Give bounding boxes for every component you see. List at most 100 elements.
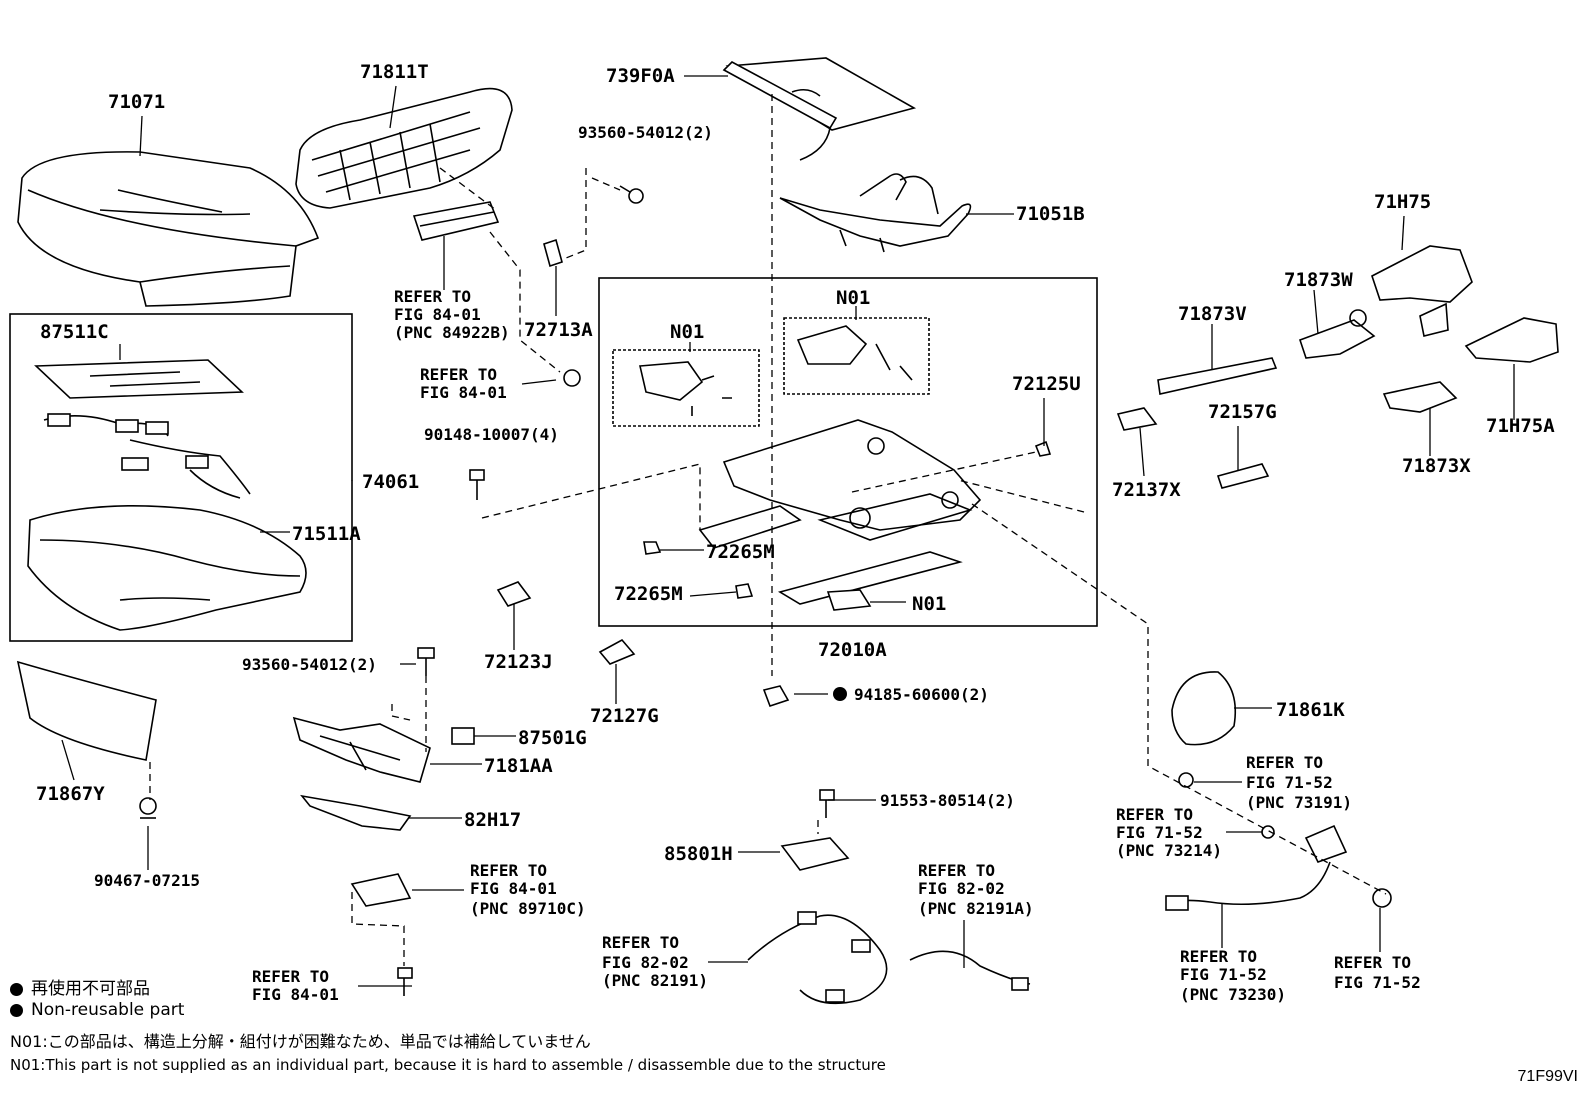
cover-72157G-part [1216, 463, 1270, 489]
refer-82191A[interactable]: REFER TO FIG 82-02 (PNC 82191A) [918, 861, 1034, 918]
clip-72265M-b-part [735, 583, 754, 599]
clip-refer-part [563, 369, 581, 387]
callout-90467: 90467-07215 [94, 871, 200, 890]
clip-72123J-part [496, 581, 532, 607]
refer-line: (PNC 73191) [1246, 793, 1352, 812]
callout-71051B: 71051B [1016, 203, 1085, 225]
callout-82H17: 82H17 [464, 809, 521, 831]
cap-71861K-part [1171, 671, 1237, 746]
motor-inset-frame-left [612, 349, 760, 427]
wire-frame-part [779, 173, 972, 253]
sensor-85801H-part [780, 789, 850, 871]
callout-72127G: 72127G [590, 705, 659, 727]
legend-non-reusable-en: Non-reusable part [10, 1000, 184, 1020]
wire-harness-82191A-part [909, 950, 1031, 991]
callout-71861K: 71861K [1276, 699, 1345, 721]
callout-739F0A: 739F0A [606, 65, 675, 87]
callout-93560-lower: 93560-54012(2) [242, 655, 377, 674]
refer-line: (PNC 73230) [1180, 985, 1286, 1004]
clip-72265M-a-part [643, 541, 662, 555]
refer-line: (PNC 82191A) [918, 899, 1034, 918]
refer-line: FIG 71-52 [1334, 973, 1421, 992]
refer-line: FIG 84-01 [394, 305, 481, 324]
refer-line: (PNC 89710C) [470, 899, 586, 918]
refer-line: FIG 71-52 [1116, 823, 1203, 842]
seat-heater-mat-part [722, 57, 917, 161]
dashed-guide-lines [149, 94, 1387, 966]
refer-line: FIG 82-02 [918, 879, 1005, 898]
refer-84-01-b[interactable]: REFER TO FIG 84-01 [252, 967, 339, 1004]
refer-71-52[interactable]: REFER TO FIG 71-52 [1334, 953, 1421, 992]
clip-72125U-part [1034, 440, 1052, 457]
callout-72713A: 72713A [524, 319, 593, 341]
refer-84-01-a[interactable]: REFER TO FIG 84-01 [420, 365, 507, 402]
wire-harness-82191-part [747, 911, 888, 1005]
rail-cover-71873V-part [1157, 357, 1278, 395]
refer-line: FIG 71-52 [1246, 773, 1333, 792]
non-reusable-marker-icon [833, 687, 847, 701]
clip-90467-part [139, 797, 157, 819]
clip-72713A-part [543, 238, 563, 268]
callout-N01-left: N01 [670, 321, 704, 343]
callout-85801H: 85801H [664, 843, 733, 865]
callout-71873X: 71873X [1402, 455, 1471, 477]
motor-N01-left-part [639, 361, 732, 416]
legend-ja-text: 再使用不可部品 [31, 979, 150, 999]
seat-shield-part [295, 87, 513, 209]
callout-74061: 74061 [362, 471, 419, 493]
non-reusable-dot-icon [10, 1003, 23, 1017]
callout-71511A: 71511A [292, 523, 361, 545]
callout-90148: 90148-10007(4) [424, 425, 559, 444]
refer-84922B[interactable]: REFER TO FIG 84-01 (PNC 84922B) [394, 287, 510, 342]
refer-line: FIG 84-01 [252, 985, 339, 1004]
clip-72127G-part [598, 638, 636, 665]
refer-73214[interactable]: REFER TO FIG 71-52 (PNC 73214) [1116, 805, 1222, 860]
bracket-7181AA-part [292, 716, 431, 783]
bolt-90148-part [469, 469, 485, 500]
callout-72137X: 72137X [1112, 479, 1181, 501]
n01-note-ja: N01:この部品は、構造上分解・組付けが困難なため、単品では補給していません [10, 1032, 591, 1051]
callout-72265M-a: 72265M [706, 541, 775, 563]
connector-87501G-part [451, 727, 475, 745]
bolt-top-part [619, 185, 644, 204]
front-cover-71867Y-part [16, 660, 157, 761]
callout-N01-right: N01 [836, 287, 870, 309]
refer-line: REFER TO [918, 861, 995, 880]
heater-sheet-part [34, 359, 244, 399]
callout-87501G: 87501G [518, 727, 587, 749]
refer-line: REFER TO [1334, 953, 1411, 972]
refer-line: FIG 71-52 [1180, 965, 1267, 984]
seat-cushion-cover-part [17, 151, 320, 307]
switch-module-part [412, 201, 500, 241]
bracket-71873X-part [1382, 381, 1458, 413]
refer-89710C[interactable]: REFER TO FIG 84-01 (PNC 89710C) [470, 861, 586, 918]
bracket-71H75A-part [1464, 317, 1559, 363]
seat-adjuster-frame [598, 277, 1098, 627]
callout-71071: 71071 [108, 91, 165, 113]
callout-7181AA: 7181AA [484, 755, 553, 777]
callout-71H75A: 71H75A [1486, 415, 1555, 437]
refer-73191[interactable]: REFER TO FIG 71-52 (PNC 73191) [1246, 753, 1352, 812]
refer-line: FIG 82-02 [602, 953, 689, 972]
refer-line: (PNC 73214) [1116, 841, 1222, 860]
bracket-71873W-part [1298, 309, 1376, 359]
refer-line: REFER TO [394, 287, 471, 306]
n01-note-en: N01:This part is not supplied as an indi… [10, 1056, 886, 1074]
callout-72125U: 72125U [1012, 373, 1081, 395]
refer-line: REFER TO [602, 933, 679, 952]
refer-82191[interactable]: REFER TO FIG 82-02 (PNC 82191) [602, 933, 708, 990]
nut-94185-part [762, 685, 790, 708]
callout-72123J: 72123J [484, 651, 553, 673]
callout-71867Y: 71867Y [36, 783, 105, 805]
callout-94185: 94185-60600(2) [854, 685, 989, 704]
refer-line: REFER TO [1180, 947, 1257, 966]
callout-91553: 91553-80514(2) [880, 791, 1015, 810]
washer-73191-part [1178, 772, 1194, 788]
callout-72265M-b: 72265M [614, 583, 683, 605]
callout-71873W: 71873W [1284, 269, 1353, 291]
refer-73230[interactable]: REFER TO FIG 71-52 (PNC 73230) [1180, 947, 1286, 1004]
cushion-pad-part [27, 504, 307, 631]
refer-line: REFER TO [252, 967, 329, 986]
callout-93560-upper: 93560-54012(2) [578, 123, 713, 142]
